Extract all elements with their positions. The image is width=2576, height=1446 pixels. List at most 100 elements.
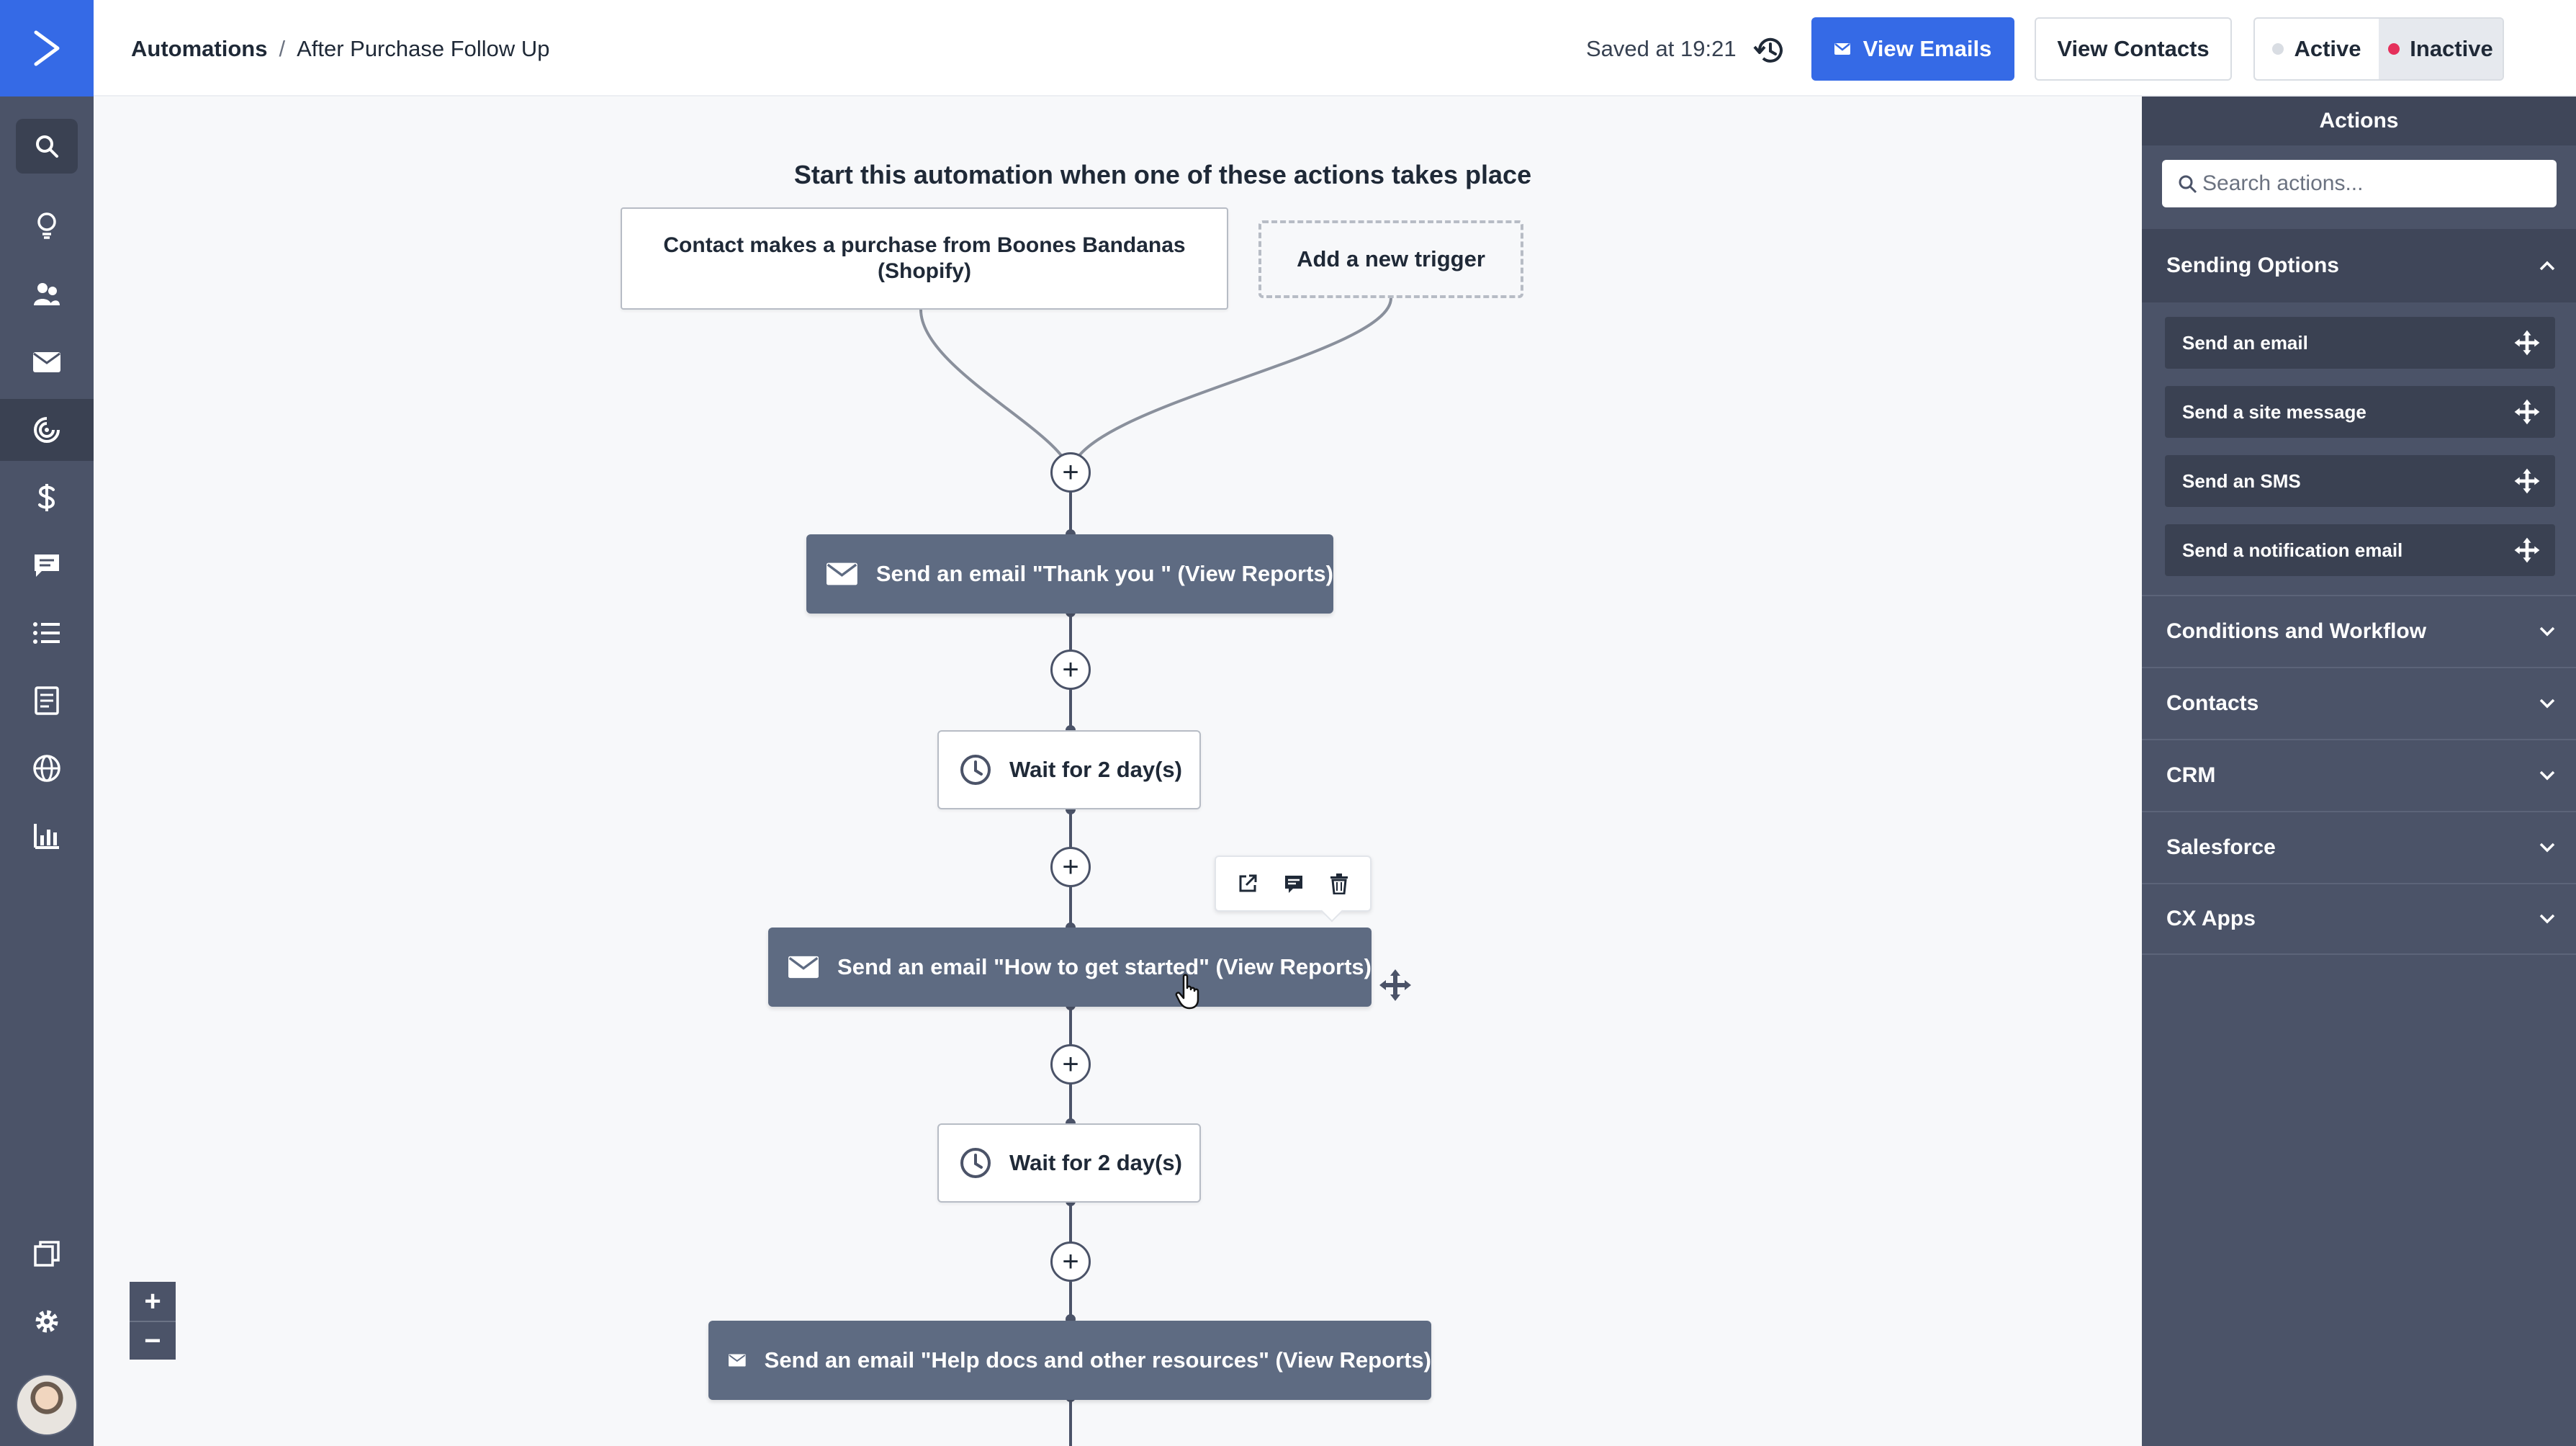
add-step-button[interactable]: + [1050, 1241, 1091, 1282]
inactive-toggle-option[interactable]: Inactive [2379, 19, 2503, 79]
section-contacts[interactable]: Contacts [2142, 667, 2576, 739]
zoom-in-button[interactable]: + [130, 1282, 176, 1321]
email-step-node[interactable]: Send an email "Thank you " (View Reports… [806, 534, 1333, 614]
logo-icon[interactable] [0, 0, 94, 96]
globe-icon[interactable] [0, 737, 94, 799]
lightbulb-icon[interactable] [0, 194, 94, 256]
move-icon[interactable] [1378, 968, 1413, 1002]
chevron-up-icon [2539, 261, 2555, 271]
section-label: Contacts [2166, 691, 2259, 715]
action-label: Send an email [2182, 331, 2308, 354]
add-step-button[interactable]: + [1050, 650, 1091, 690]
actions-panel: Actions Search actions... Sending Option… [2142, 96, 2576, 1446]
active-toggle-option[interactable]: Active [2255, 19, 2379, 79]
wait-step-label: Wait for 2 day(s) [1009, 1150, 1182, 1175]
left-nav [0, 0, 94, 1446]
section-label: Sending Options [2166, 253, 2339, 277]
view-emails-button[interactable]: View Emails [1811, 17, 2014, 81]
move-icon [2514, 468, 2540, 494]
section-sending-options[interactable]: Sending Options [2142, 229, 2576, 302]
search-icon [2179, 175, 2197, 194]
email-step-label: Send an email "How to get started" (View… [837, 954, 1372, 979]
hand-cursor-icon [1174, 974, 1202, 1010]
open-external-icon[interactable] [1237, 873, 1258, 894]
email-nav-icon[interactable] [0, 331, 94, 393]
chevron-down-icon [2539, 914, 2555, 924]
inactive-dot-icon [2388, 43, 2400, 55]
view-emails-label: View Emails [1863, 36, 1992, 61]
actions-search-input[interactable]: Search actions... [2162, 160, 2557, 207]
history-icon[interactable] [1752, 33, 1787, 68]
wait-step-node[interactable]: Wait for 2 day(s) [937, 730, 1201, 809]
trigger-node[interactable]: Contact makes a purchase from Boones Ban… [621, 207, 1228, 310]
wait-step-node[interactable]: Wait for 2 day(s) [937, 1123, 1201, 1203]
deals-dollar-icon[interactable] [0, 467, 94, 529]
email-step-label: Send an email "Thank you " (View Reports… [875, 561, 1333, 586]
section-crm[interactable]: CRM [2142, 739, 2576, 811]
email-icon [788, 956, 819, 979]
status-toggle: Active Inactive [2253, 17, 2504, 81]
active-label: Active [2294, 36, 2361, 61]
move-icon [2514, 537, 2540, 563]
forms-icon[interactable] [0, 670, 94, 732]
trigger-heading: Start this automation when one of these … [793, 160, 1532, 189]
section-label: Conditions and Workflow [2166, 619, 2427, 643]
conversations-icon[interactable] [0, 534, 94, 596]
action-send-email[interactable]: Send an email [2165, 317, 2555, 369]
chevron-down-icon [2539, 771, 2555, 781]
email-step-node-selected[interactable]: Send an email "How to get started" (View… [768, 928, 1372, 1007]
clock-icon [960, 755, 991, 785]
user-avatar[interactable] [16, 1374, 78, 1436]
breadcrumb-separator: / [279, 36, 286, 61]
automations-icon[interactable] [0, 399, 94, 461]
section-cx-apps[interactable]: CX Apps [2142, 883, 2576, 955]
zoom-out-button[interactable]: − [130, 1321, 176, 1360]
inactive-label: Inactive [2410, 36, 2493, 61]
actions-panel-title: Actions [2142, 96, 2576, 145]
section-label: CX Apps [2166, 907, 2256, 930]
pages-icon[interactable] [0, 1223, 94, 1285]
action-label: Send a site message [2182, 400, 2366, 423]
action-send-sms[interactable]: Send an SMS [2165, 455, 2555, 507]
note-icon[interactable] [1283, 873, 1305, 894]
email-icon [729, 1354, 746, 1367]
view-contacts-button[interactable]: View Contacts [2035, 17, 2232, 81]
email-icon [1834, 43, 1850, 55]
action-label: Send a notification email [2182, 539, 2403, 561]
breadcrumb: Automations / After Purchase Follow Up [131, 36, 550, 62]
email-step-label: Send an email "Help docs and other resou… [764, 1347, 1431, 1373]
search-icon[interactable] [16, 119, 78, 174]
action-send-site-message[interactable]: Send a site message [2165, 386, 2555, 438]
move-icon [2514, 399, 2540, 425]
breadcrumb-current: After Purchase Follow Up [297, 36, 550, 61]
active-dot-icon [2272, 43, 2284, 55]
action-label: Send an SMS [2182, 470, 2301, 492]
section-salesforce[interactable]: Salesforce [2142, 811, 2576, 883]
email-step-node[interactable]: Send an email "Help docs and other resou… [708, 1321, 1431, 1400]
trash-icon[interactable] [1329, 873, 1349, 894]
clock-icon [960, 1148, 991, 1178]
move-icon [2514, 330, 2540, 356]
node-action-toolbar [1215, 856, 1372, 912]
contacts-icon[interactable] [0, 264, 94, 325]
lists-icon[interactable] [0, 602, 94, 664]
add-step-button[interactable]: + [1050, 1044, 1091, 1084]
add-step-button[interactable]: + [1050, 452, 1091, 493]
section-conditions-workflow[interactable]: Conditions and Workflow [2142, 595, 2576, 667]
action-send-notification-email[interactable]: Send a notification email [2165, 524, 2555, 576]
add-step-button[interactable]: + [1050, 847, 1091, 887]
section-label: CRM [2166, 763, 2216, 787]
actions-search-placeholder: Search actions... [2202, 171, 2364, 195]
breadcrumb-automations-link[interactable]: Automations [131, 36, 268, 61]
add-trigger-button[interactable]: Add a new trigger [1258, 220, 1523, 298]
chevron-down-icon [2539, 843, 2555, 853]
top-bar: Automations / After Purchase Follow Up S… [94, 0, 2576, 96]
wait-step-label: Wait for 2 day(s) [1009, 757, 1182, 782]
automation-canvas[interactable]: Start this automation when one of these … [94, 96, 2142, 1446]
settings-gear-icon[interactable] [0, 1290, 94, 1352]
reports-icon[interactable] [0, 805, 94, 867]
chevron-down-icon [2539, 627, 2555, 637]
email-icon [827, 562, 857, 585]
chevron-down-icon [2539, 699, 2555, 709]
saved-status: Saved at 19:21 [1586, 36, 1737, 61]
